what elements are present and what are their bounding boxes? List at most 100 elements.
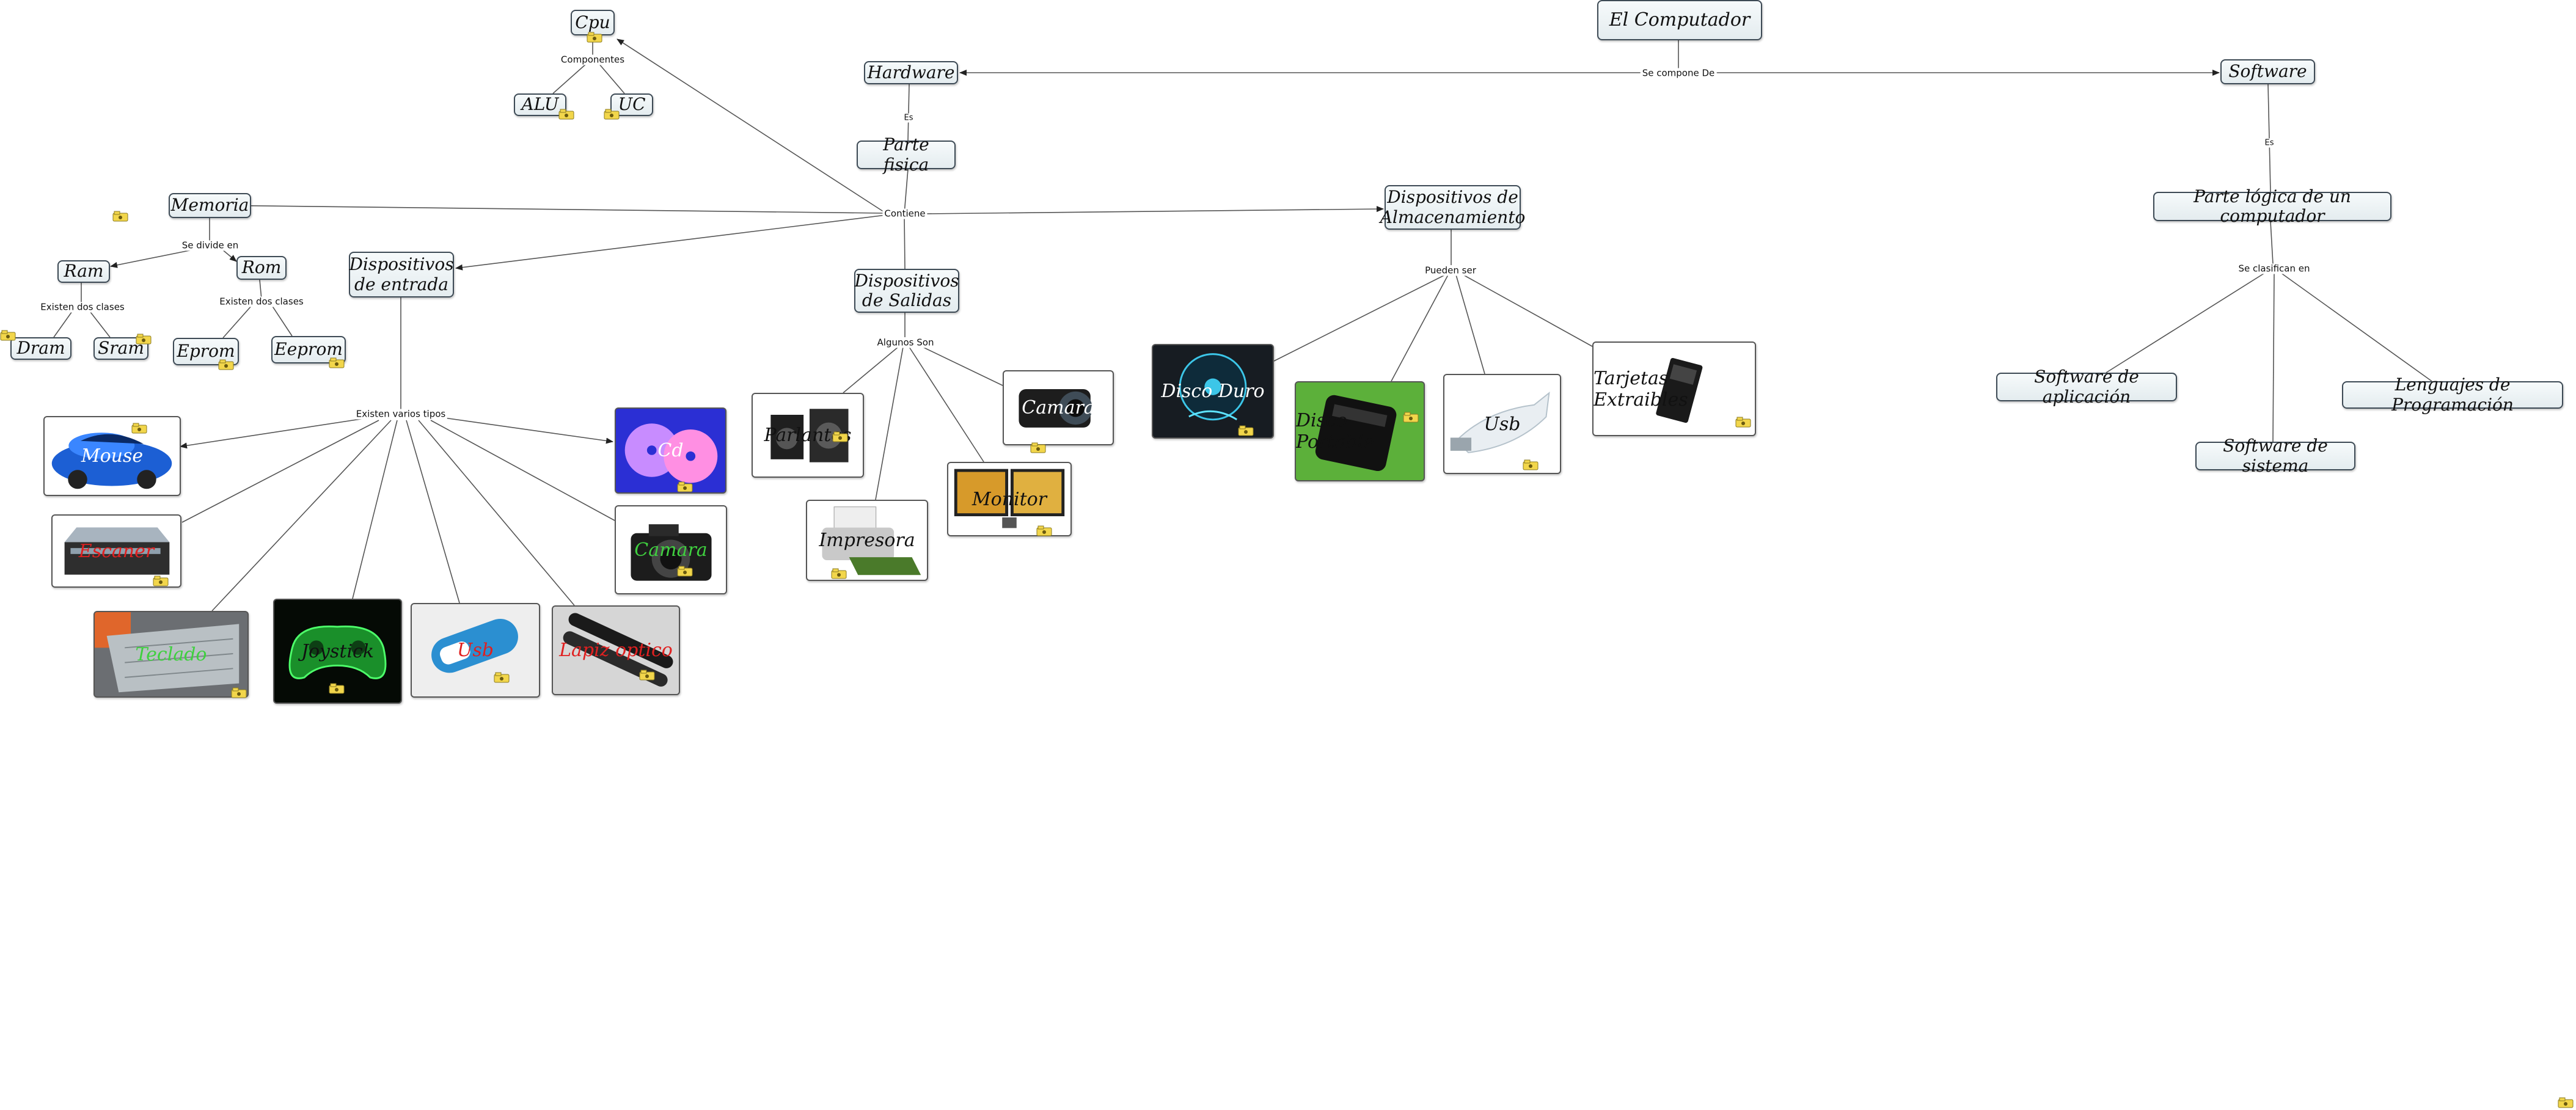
- node-parte-fisica[interactable]: Parte fisica: [857, 135, 956, 174]
- attachment-badge-icon[interactable]: [832, 431, 848, 442]
- node-alu[interactable]: ALU: [514, 93, 566, 116]
- attachment-badge-icon[interactable]: [1030, 442, 1046, 453]
- keyboard-image: [95, 612, 240, 693]
- caption-lapiz-optico: Lapiz optico: [559, 640, 673, 661]
- image-node-monitor[interactable]: Monitor: [947, 462, 1072, 536]
- video-camera-image: [1019, 389, 1092, 428]
- attachment-badge-icon[interactable]: [1036, 525, 1052, 536]
- image-node-teclado[interactable]: Teclado: [93, 611, 249, 698]
- attachment-badge-icon[interactable]: [0, 330, 16, 341]
- caption-teclado: Teclado: [135, 643, 207, 665]
- monitor-image: [954, 469, 1065, 528]
- attachment-badge-icon[interactable]: [329, 683, 345, 694]
- attachment-badge-icon[interactable]: [218, 359, 234, 370]
- node-dram[interactable]: Dram: [10, 337, 71, 360]
- node-dispositivos-almacenamiento[interactable]: Dispositivos de Almacenamiento: [1380, 185, 1525, 230]
- attachment-badge-icon[interactable]: [2558, 1097, 2574, 1108]
- image-node-lapiz-optico[interactable]: Lapiz optico: [552, 605, 680, 695]
- node-ram[interactable]: Ram: [57, 260, 110, 283]
- node-el-computador[interactable]: El Computador: [1597, 0, 1762, 40]
- node-software-aplicacion[interactable]: Software de aplicación: [1996, 367, 2177, 406]
- caption-escaner: Escaner: [78, 540, 155, 562]
- node-eeprom[interactable]: Eeprom: [271, 336, 346, 363]
- link-se-compone-de: Se compone De: [1640, 68, 1717, 79]
- node-eprom[interactable]: Eprom: [173, 338, 239, 365]
- node-uc[interactable]: UC: [610, 93, 653, 116]
- node-software[interactable]: Software: [2220, 59, 2315, 84]
- attachment-badge-icon[interactable]: [639, 670, 655, 681]
- image-node-mouse[interactable]: Mouse: [43, 416, 181, 496]
- link-se-clasifican-en: Se clasifican en: [2236, 263, 2312, 274]
- link-contiene: Contiene: [882, 208, 928, 219]
- printer-image: [822, 506, 921, 575]
- link-se-divide-en: Se divide en: [180, 240, 241, 251]
- hard-disk-image: [1179, 353, 1247, 421]
- caption-usb-almacenamiento: Usb: [1484, 413, 1521, 435]
- image-node-impresora[interactable]: Impresora: [806, 500, 928, 581]
- attachment-badge-icon[interactable]: [494, 672, 510, 683]
- usb-drive-image: [431, 618, 518, 673]
- attachment-badge-icon[interactable]: [831, 568, 847, 579]
- node-memoria[interactable]: Memoria: [169, 193, 251, 218]
- car-mouse-image: [51, 433, 172, 489]
- link-pueden-ser: Pueden ser: [1423, 265, 1478, 276]
- attachment-badge-icon[interactable]: [604, 109, 620, 120]
- node-dispositivos-salidas[interactable]: Dispositivos de Salidas: [854, 269, 959, 313]
- caption-joystick: Joystick: [301, 640, 375, 662]
- image-node-tarjetas[interactable]: Tarjetas Extraibles: [1592, 341, 1756, 436]
- attachment-badge-icon[interactable]: [587, 32, 602, 43]
- node-parte-logica[interactable]: Parte lógica de un computador: [2153, 186, 2391, 226]
- cd-image: [624, 423, 718, 483]
- image-node-usb-almacenamiento[interactable]: Usb: [1443, 374, 1561, 474]
- caption-camara: Camara: [634, 539, 708, 561]
- image-node-disco-portable[interactable]: Disco Portable: [1295, 381, 1425, 481]
- attachment-badge-icon[interactable]: [1403, 412, 1419, 423]
- link-existen-varios-tipos: Existen varios tipos: [354, 409, 448, 420]
- image-node-usb-entrada[interactable]: Usb: [411, 603, 540, 698]
- portable-disk-image: [1315, 395, 1397, 472]
- attachment-badge-icon[interactable]: [329, 357, 345, 368]
- attachment-badge-icon[interactable]: [558, 109, 574, 120]
- scanner-image: [64, 527, 170, 575]
- attachment-badge-icon[interactable]: [131, 423, 147, 434]
- caption-tarjetas: Tarjetas Extraibles: [1594, 367, 1688, 411]
- link-componentes: Componentes: [558, 54, 627, 65]
- caption-disco-portable: Disco Portable: [1296, 410, 1374, 453]
- link-algunos-son: Algunos Son: [875, 337, 936, 348]
- caption-impresora: Impresora: [819, 530, 915, 551]
- link-existen-dos-clases-rom: Existen dos clases: [218, 296, 306, 307]
- attachment-badge-icon[interactable]: [136, 334, 152, 345]
- link-existen-dos-clases-ram: Existen dos clases: [38, 302, 126, 313]
- image-node-video-camara[interactable]: Camara: [1003, 370, 1114, 445]
- usb-stick-image: [1450, 392, 1550, 453]
- node-cpu[interactable]: Cpu: [571, 10, 615, 35]
- attachment-badge-icon[interactable]: [1238, 425, 1254, 436]
- attachment-badge-icon[interactable]: [153, 575, 169, 586]
- memory-card-image: [1656, 357, 1703, 423]
- attachment-badge-icon[interactable]: [1735, 417, 1751, 428]
- attachment-badge-icon[interactable]: [231, 687, 247, 698]
- caption-cd: Cd: [657, 440, 684, 461]
- node-sram[interactable]: Sram: [93, 337, 148, 360]
- caption-mouse: Mouse: [81, 445, 144, 467]
- node-lenguajes-programacion[interactable]: Lenguajes de Programación: [2342, 375, 2563, 414]
- caption-monitor: Monitor: [971, 488, 1047, 510]
- node-hardware[interactable]: Hardware: [864, 61, 958, 84]
- node-software-sistema[interactable]: Software de sistema: [2195, 436, 2355, 475]
- attachment-badge-icon[interactable]: [1523, 459, 1539, 470]
- attachment-badge-icon[interactable]: [112, 211, 128, 222]
- link-es-software: Es: [2263, 138, 2276, 148]
- caption-disco-duro: Disco Duro: [1161, 381, 1265, 402]
- image-node-disco-duro[interactable]: Disco Duro: [1152, 344, 1274, 439]
- attachment-badge-icon[interactable]: [677, 566, 693, 577]
- node-dispositivos-entrada[interactable]: Dispositivos de entrada: [349, 252, 454, 298]
- image-node-camara[interactable]: Camara: [615, 505, 727, 594]
- image-node-cd[interactable]: Cd: [615, 407, 726, 494]
- joystick-image: [288, 625, 387, 679]
- attachment-badge-icon[interactable]: [677, 481, 693, 492]
- caption-video-camara: Camara: [1022, 397, 1095, 418]
- node-rom[interactable]: Rom: [236, 256, 287, 280]
- caption-usb-entrada: Usb: [457, 640, 494, 661]
- image-node-escaner[interactable]: Escaner: [51, 514, 181, 588]
